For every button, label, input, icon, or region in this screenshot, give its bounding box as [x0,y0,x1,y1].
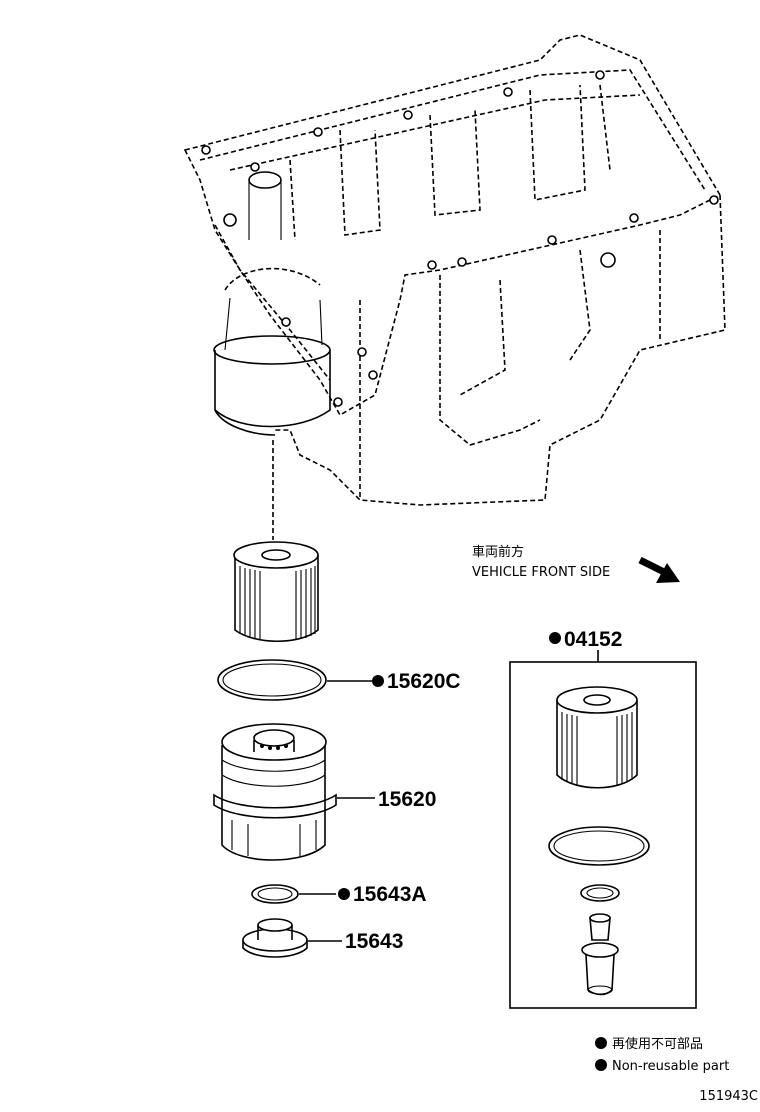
direction-label-jp: 車両前方 [472,544,524,560]
part-label-04152: 04152 [564,628,622,651]
kit-small-gasket [580,884,620,902]
legend-text-jp: 再使用不可部品 [612,1036,703,1052]
front-direction-arrow-icon [638,556,680,583]
figure-id: 151943C [699,1089,758,1104]
legend-dot-jp [595,1037,607,1049]
non-reusable-mark-04152 [549,632,561,644]
legend-dot-en [595,1059,607,1071]
oil-filter-cap [213,723,337,861]
part-label-15620: 15620 [378,788,436,811]
part-label-15643a: 15643A [353,883,427,906]
kit-box [509,661,697,1009]
oil-filter-element [233,541,319,643]
legend: 再使用不可部品 Non-reusable part [595,1036,729,1074]
filter-mount-boss [213,171,331,436]
kit-filter-element [556,686,638,789]
part-label-15620c: 15620C [387,670,461,693]
non-reusable-mark-15620c [372,675,384,687]
kit-drain-valve [581,913,619,996]
direction-label-en: VEHICLE FRONT SIDE [472,565,610,580]
legend-text-en: Non-reusable part [612,1059,729,1074]
flange-bolt-holes [201,70,719,407]
part-label-15643: 15643 [345,930,403,953]
drain-plug [242,918,308,958]
o-ring-large [217,659,327,701]
non-reusable-mark-15643a [338,888,350,900]
kit-o-ring [548,826,650,866]
gasket-small [251,884,299,904]
engine-block-illustration [183,34,726,506]
